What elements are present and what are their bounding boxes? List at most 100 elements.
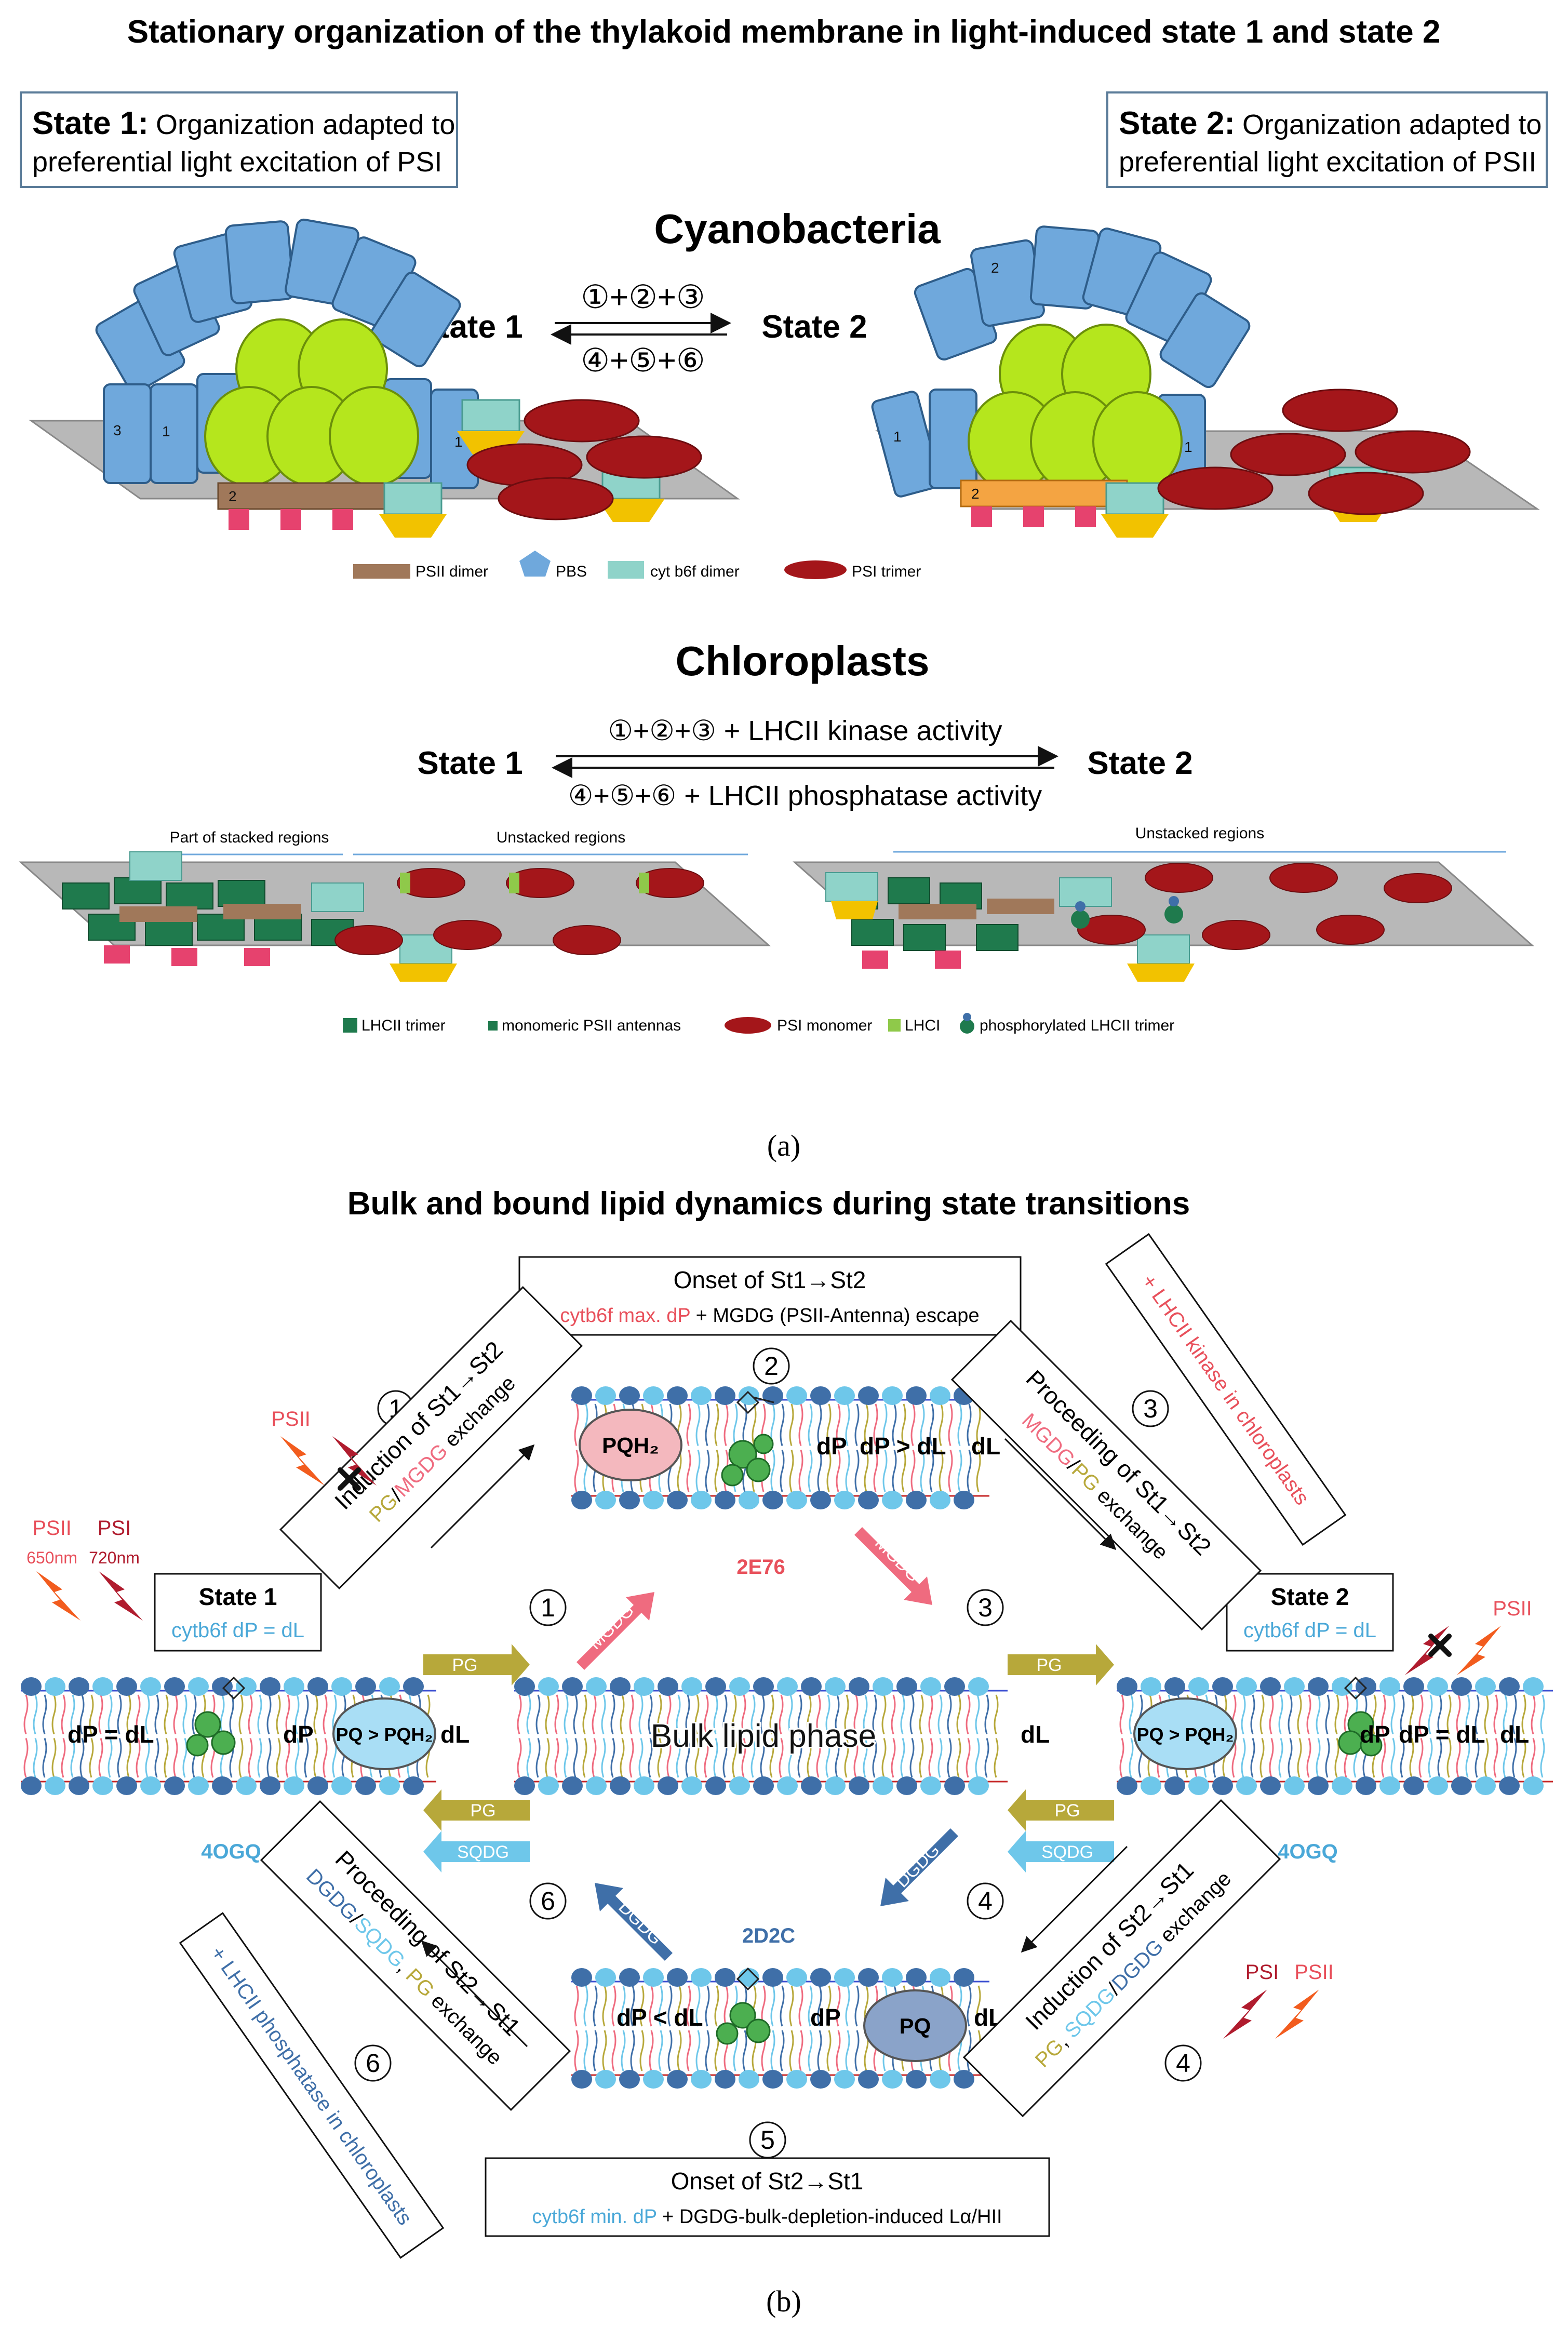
svg-text:3: 3 — [1143, 1394, 1158, 1423]
cyano-state2-scene: 2 1 1 2 — [871, 225, 1540, 538]
svg-text:PSII: PSII — [32, 1517, 72, 1540]
svg-text:cytb6f min. dP + DGDG-bulk-dep: cytb6f min. dP + DGDG-bulk-depletion-ind… — [532, 2206, 1002, 2228]
dp-eq-dl-left: dP = dL — [68, 1721, 154, 1748]
dp-gt-dl: dP > dL — [860, 1433, 946, 1460]
legend-swatch-phospho-lhcii — [960, 1019, 974, 1034]
rod-number: 2 — [991, 260, 999, 276]
state2-box-line1: Organization adapted to — [1242, 109, 1542, 140]
dl-label: dL — [1500, 1721, 1529, 1748]
svg-text:PSI: PSI — [98, 1517, 131, 1540]
cyano-heading: Cyanobacteria — [654, 206, 941, 252]
unstacked-region-label: Unstacked regions — [497, 829, 625, 846]
panel-a-title: Stationary organization of the thylakoid… — [127, 14, 1441, 50]
lightning-icon — [99, 1571, 143, 1621]
legend-swatch-monomeric-psii — [488, 1021, 498, 1031]
pq-gt-pqh2-left: PQ > PQH₂ — [336, 1724, 433, 1745]
legend-swatch-lhcii-trimer — [343, 1018, 357, 1033]
legend-label: LHCI — [905, 1017, 940, 1034]
svg-text:3: 3 — [978, 1593, 993, 1622]
top-box-red: cytb6f max. dP — [560, 1305, 690, 1327]
panel-b: Bulk and bound lipid dynamics during sta… — [21, 1186, 1553, 2318]
lipid-bilayer — [1117, 1677, 1553, 1795]
chloro-state2-label: State 2 — [1087, 745, 1192, 781]
panel-b-label: (b) — [766, 2284, 801, 2318]
lightning-icon — [1223, 1989, 1267, 2039]
spacing-relations: dP dP > dL dL dP = dL dP dL dL dP dP = d… — [68, 1433, 1529, 2031]
top-box-rest: + MGDG (PSII-Antenna) escape — [690, 1305, 980, 1327]
svg-text:MGDG: MGDG — [871, 1533, 924, 1586]
pdb-2d2c: 2D2C — [742, 1924, 795, 1947]
svg-text:4: 4 — [1176, 2049, 1190, 2078]
legend-label: LHCII trimer — [361, 1017, 446, 1034]
rod-number-labels: 3 1 2 1 — [113, 422, 463, 504]
rod-number: 1 — [1184, 439, 1192, 455]
stacked-region-label: Part of stacked regions — [170, 829, 329, 846]
pg-arrow — [1008, 1644, 1114, 1685]
rod-number: 1 — [162, 423, 170, 439]
svg-text:DGDG: DGDG — [614, 1897, 666, 1949]
legend-label: PSI monomer — [777, 1017, 872, 1034]
pq-pool-right — [1133, 1697, 1237, 1770]
pq-pool-left — [332, 1697, 436, 1770]
pqh2-label: PQH₂ — [602, 1433, 659, 1457]
pbs-core — [204, 318, 419, 487]
lightning-icon — [1405, 1626, 1449, 1675]
dp-label: dP — [810, 2004, 841, 2031]
svg-text:MGDG: MGDG — [585, 1600, 638, 1653]
pq-pools: PQH₂ PQ > PQH₂ PQ > PQH₂ PQ — [332, 1409, 1237, 2062]
cyano-backward-steps: ④+⑤+⑥ — [581, 343, 705, 379]
lightning-icons — [36, 1436, 1501, 2039]
chloro-backward-steps: ④+⑤+⑥ + LHCII phosphatase activity — [568, 780, 1042, 811]
svg-text:PG: PG — [1054, 1801, 1080, 1821]
chloro-state2-scene: Unstacked regions — [793, 825, 1534, 982]
rod-number: 1 — [893, 429, 902, 445]
cyano-state1-scene: 3 1 2 1 — [29, 218, 740, 538]
panel-a-label: (a) — [767, 1129, 800, 1162]
pdb-labels: 2E76 4OGQ 4OGQ 2D2C — [201, 1556, 1338, 1947]
dl-label: dL — [440, 1721, 470, 1748]
psii-dimer — [960, 479, 1128, 527]
cyt-b6f-dimer — [379, 399, 665, 538]
chloro-legend: LHCII trimer monomeric PSII antennas PSI… — [343, 1013, 1174, 1034]
bottom-box-rest: + DGDG-bulk-depletion-induced Lα/HII — [656, 2206, 1002, 2228]
chloro-state1-label: State 1 — [417, 745, 522, 781]
state1-box-line2: preferential light excitation of PSI — [32, 146, 442, 178]
dgdg-arrow-down — [880, 1828, 958, 1906]
rod-number: 2 — [971, 486, 980, 502]
cyano-legend: PSII dimer PBS cyt b6f dimer PSI trimer — [353, 551, 921, 580]
svg-text:State 1:Organization adapted t: State 1:Organization adapted to — [32, 105, 455, 141]
lightning-icon — [1275, 1989, 1319, 2039]
psi-trimers — [1157, 389, 1471, 515]
legend-label: PSI trimer — [852, 563, 921, 580]
legend-swatch-psi-trimer — [784, 560, 847, 579]
svg-text:5: 5 — [760, 2125, 775, 2155]
rod-number: 1 — [454, 434, 463, 450]
svg-text:PSII: PSII — [1294, 1961, 1334, 1984]
state2-box-line2: preferential light excitation of PSII — [1119, 146, 1536, 178]
pbs-core — [968, 324, 1183, 492]
state1-description-box: State 1:Organization adapted to preferen… — [20, 91, 458, 188]
chloro-forward-steps: ①+②+③ + LHCII kinase activity — [608, 715, 1002, 746]
b-state2-box: State 2 cytb6f dP = dL — [1226, 1573, 1394, 1652]
top-box-line1: Onset of St1→St2 — [674, 1266, 866, 1293]
svg-text:650nm: 650nm — [26, 1548, 77, 1567]
lightning-icon — [1457, 1626, 1501, 1675]
svg-text:SQDG: SQDG — [1041, 1842, 1093, 1862]
b-state1-sub: cytb6f dP = dL — [171, 1619, 304, 1642]
sqdg-arrow — [1008, 1831, 1114, 1872]
psii-dimer — [217, 482, 385, 530]
legend-label: PSII dimer — [416, 563, 488, 580]
mgdg-arrow-down — [854, 1527, 932, 1605]
lightning-icon — [36, 1571, 81, 1621]
psi-trimers — [466, 399, 702, 520]
pdb-4ogq-right: 4OGQ — [1278, 1840, 1338, 1863]
lightning-icon — [280, 1436, 325, 1486]
sqdg-arrow — [423, 1831, 530, 1872]
svg-text:PSII: PSII — [271, 1408, 311, 1430]
cyano-forward-steps: ①+②+③ — [581, 279, 705, 315]
legend-label: cyt b6f dimer — [650, 563, 740, 580]
b-state2-sub: cytb6f dP = dL — [1243, 1619, 1376, 1642]
dp-label: dP — [283, 1721, 314, 1748]
cyano-state2-label: State 2 — [761, 309, 867, 345]
